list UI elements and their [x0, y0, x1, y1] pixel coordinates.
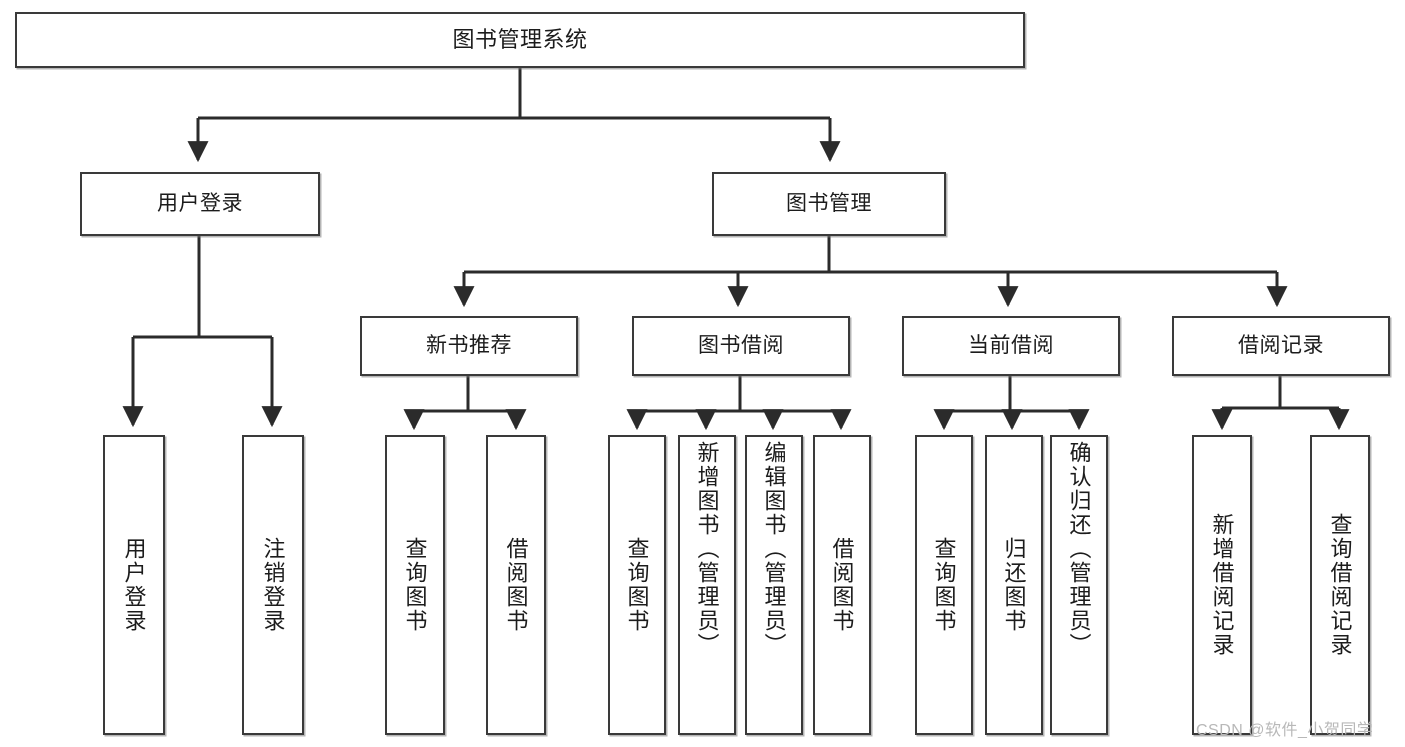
node-leaf-edit-book[interactable]: 编辑图书（管理员）	[745, 435, 803, 735]
node-leaf-add-book-label: 新增图书（管理员）	[694, 441, 720, 657]
node-leaf-return-book-label: 归还图书	[1001, 537, 1027, 633]
node-leaf-confirm-return-label: 确认归还（管理员）	[1066, 441, 1092, 657]
node-leaf-logout[interactable]: 注销登录	[242, 435, 304, 735]
node-current-borrow-label: 当前借阅	[968, 333, 1054, 357]
node-book-manage[interactable]: 图书管理	[712, 172, 946, 236]
node-leaf-return-book[interactable]: 归还图书	[985, 435, 1043, 735]
node-leaf-query-book-3-label: 查询图书	[931, 537, 957, 633]
node-root[interactable]: 图书管理系统	[15, 12, 1025, 68]
node-leaf-confirm-return[interactable]: 确认归还（管理员）	[1050, 435, 1108, 735]
node-leaf-borrow-book-1[interactable]: 借阅图书	[486, 435, 546, 735]
node-new-book-rec-label: 新书推荐	[426, 333, 512, 357]
node-leaf-query-book-1-label: 查询图书	[402, 537, 428, 633]
node-root-label: 图书管理系统	[452, 27, 588, 53]
node-leaf-borrow-book-2[interactable]: 借阅图书	[813, 435, 871, 735]
watermark-text: CSDN @软件_小贺同学	[1196, 722, 1374, 739]
node-book-manage-label: 图书管理	[786, 191, 872, 215]
node-leaf-borrow-book-1-label: 借阅图书	[503, 537, 529, 633]
node-leaf-add-record[interactable]: 新增借阅记录	[1192, 435, 1252, 735]
node-user-login[interactable]: 用户登录	[80, 172, 320, 236]
node-leaf-edit-book-label: 编辑图书（管理员）	[761, 441, 787, 657]
node-borrow-record-label: 借阅记录	[1238, 333, 1324, 357]
node-leaf-add-record-label: 新增借阅记录	[1209, 513, 1235, 657]
node-current-borrow[interactable]: 当前借阅	[902, 316, 1120, 376]
node-leaf-query-book-2[interactable]: 查询图书	[608, 435, 666, 735]
node-leaf-query-book-2-label: 查询图书	[624, 537, 650, 633]
node-borrow-record[interactable]: 借阅记录	[1172, 316, 1390, 376]
node-leaf-query-book-1[interactable]: 查询图书	[385, 435, 445, 735]
node-leaf-query-record[interactable]: 查询借阅记录	[1310, 435, 1370, 735]
node-leaf-borrow-book-2-label: 借阅图书	[829, 537, 855, 633]
node-leaf-query-record-label: 查询借阅记录	[1327, 513, 1353, 657]
node-book-borrow-label: 图书借阅	[698, 333, 784, 357]
node-new-book-rec[interactable]: 新书推荐	[360, 316, 578, 376]
node-user-login-label: 用户登录	[157, 191, 243, 215]
node-leaf-query-book-3[interactable]: 查询图书	[915, 435, 973, 735]
node-book-borrow[interactable]: 图书借阅	[632, 316, 850, 376]
node-leaf-user-login-label: 用户登录	[121, 537, 147, 633]
node-leaf-logout-label: 注销登录	[260, 537, 286, 633]
node-leaf-add-book[interactable]: 新增图书（管理员）	[678, 435, 736, 735]
node-leaf-user-login[interactable]: 用户登录	[103, 435, 165, 735]
